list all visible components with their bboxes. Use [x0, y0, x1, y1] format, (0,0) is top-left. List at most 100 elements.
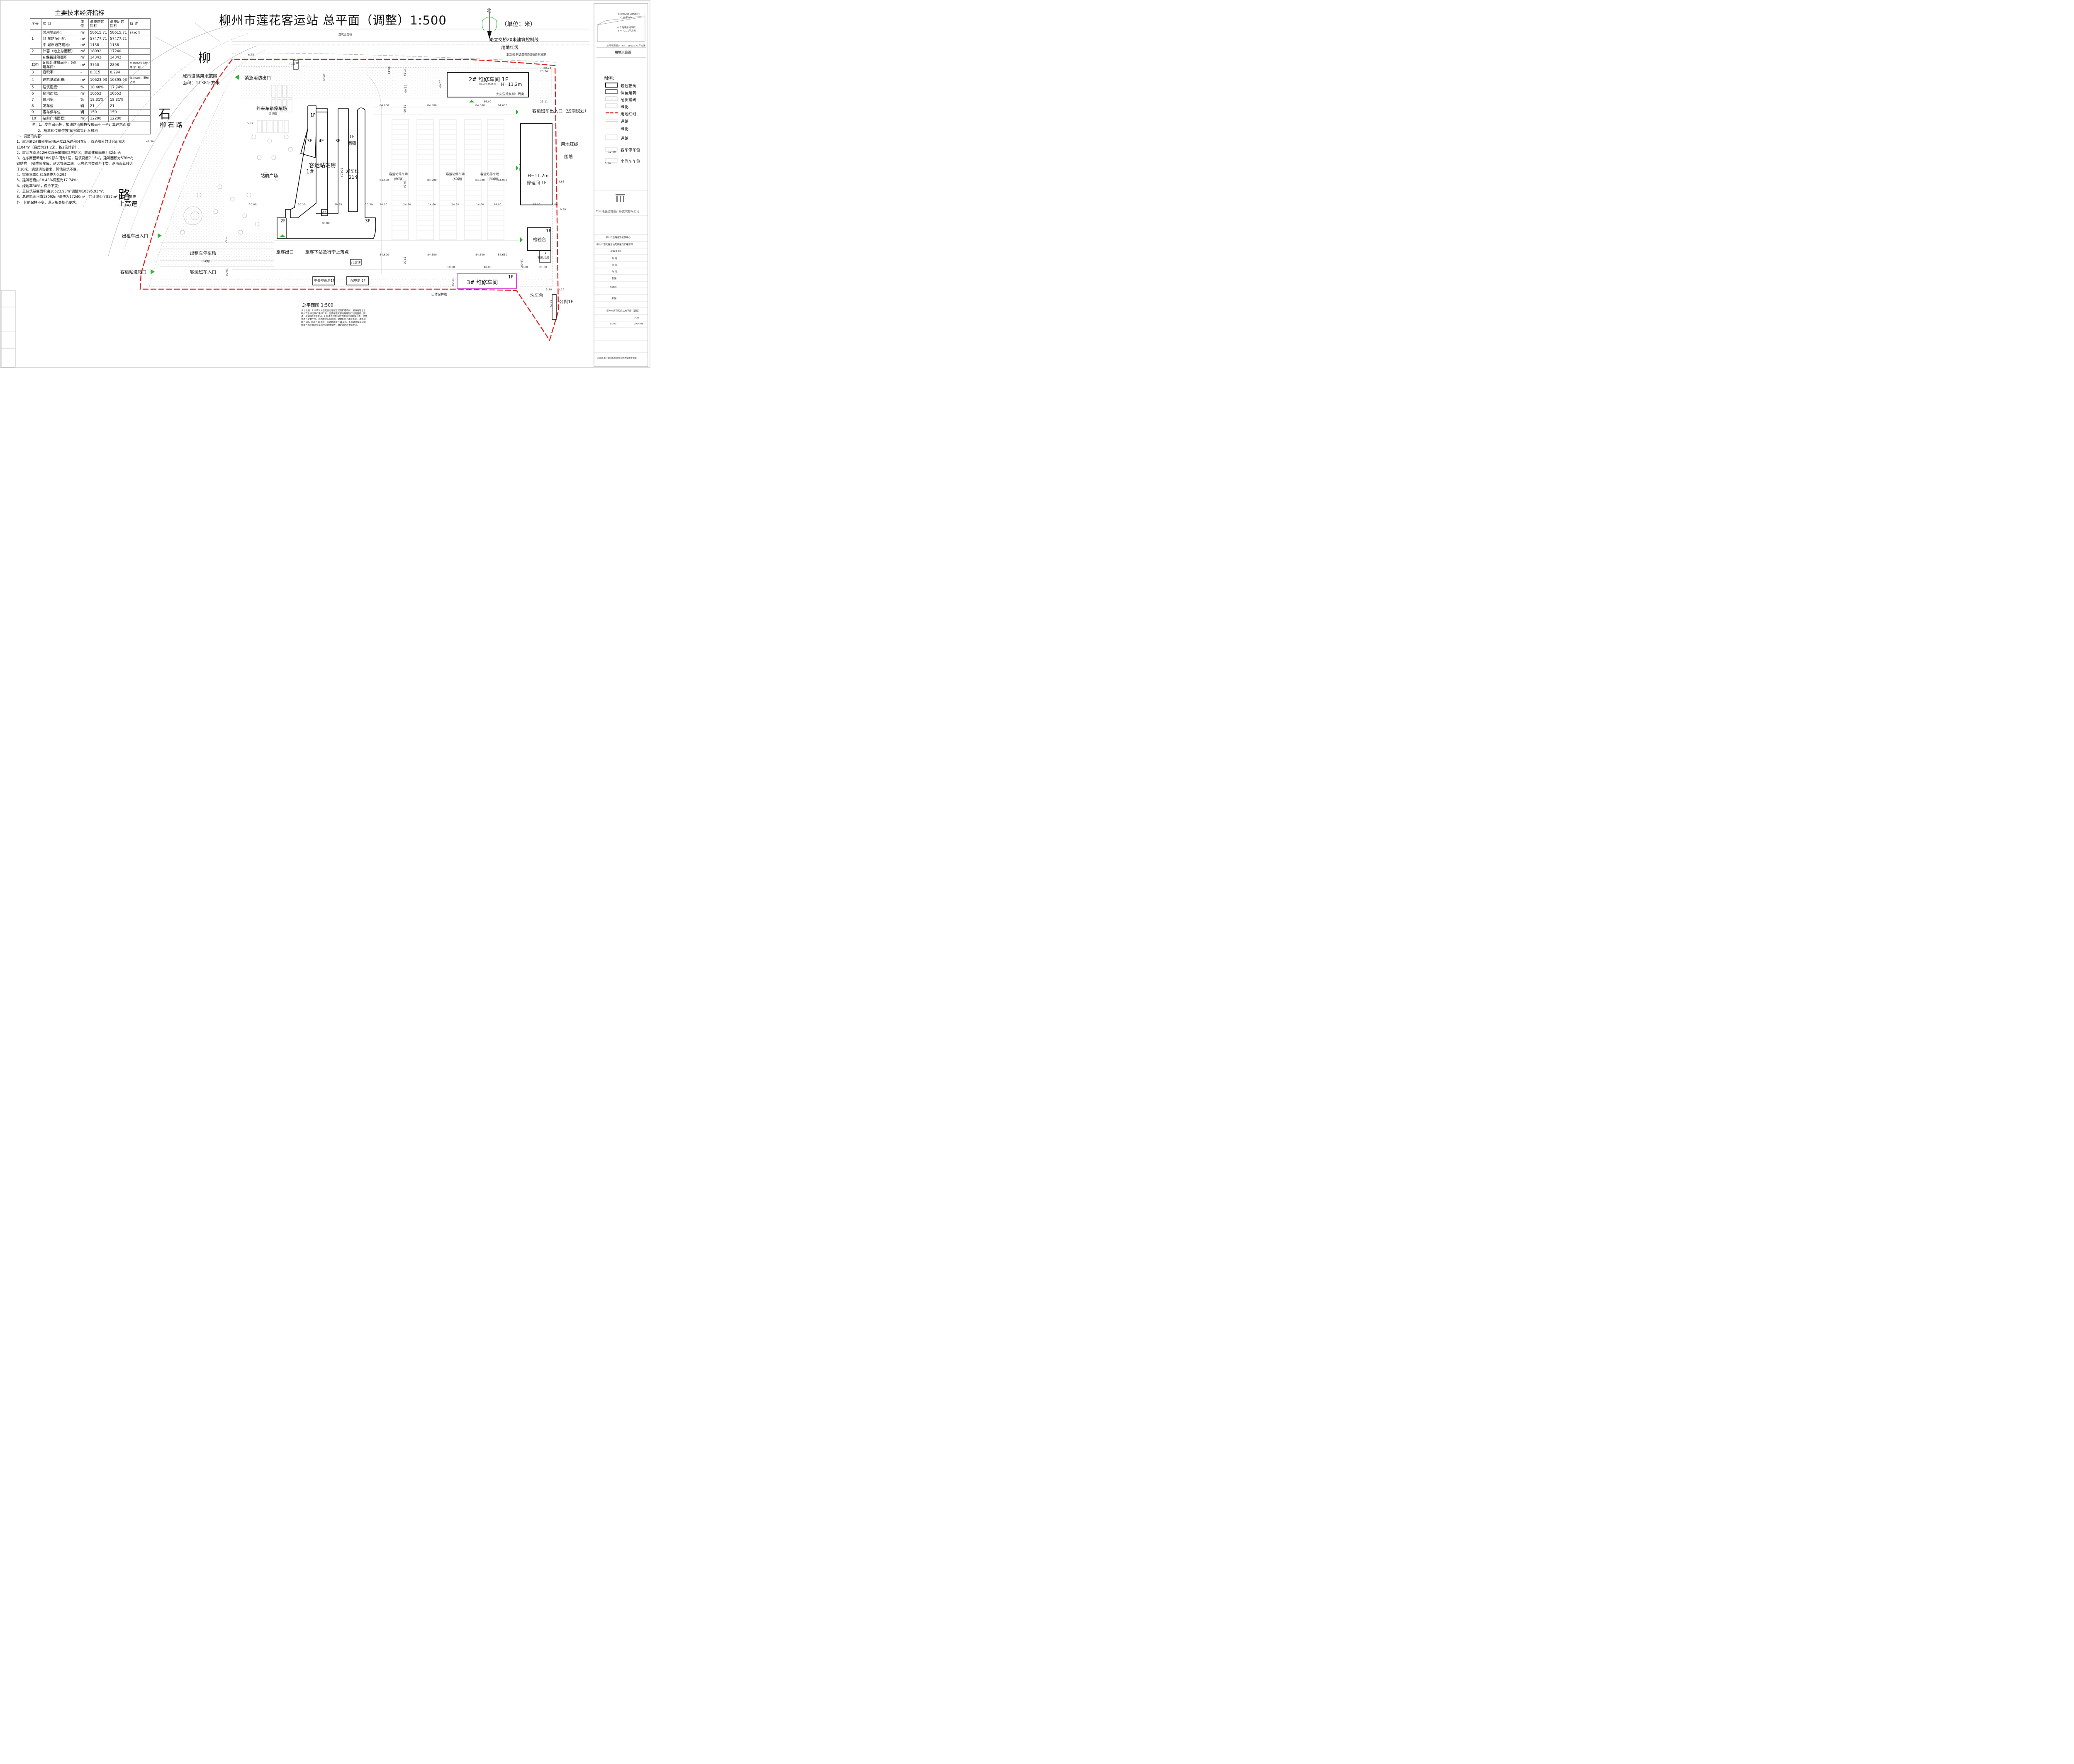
legend-label: 保留建筑 [621, 91, 637, 95]
tech-table-cell: 10 [30, 115, 41, 122]
tech-table-cell: 3750 [88, 61, 109, 70]
dimension-label: 14.00 [380, 203, 387, 206]
station-building-outline [277, 105, 376, 239]
emergency-exit-label: 紧急消防出口 [245, 76, 271, 80]
tb-name-1: 陈 可 [612, 258, 617, 260]
dimension-label: 12.00 [451, 278, 455, 286]
dimension-label: 5.72 [247, 122, 253, 125]
tech-table-cell [128, 84, 151, 91]
station-building-label: 客运站站房 [309, 163, 336, 169]
tech-table-cell: m² [79, 36, 89, 42]
ext-parking-label: 外来车辆停车场 [256, 106, 287, 111]
entry-arrows [151, 75, 523, 274]
inset-a-value: 57477.71平方米 [618, 30, 636, 32]
tb-footer: 此图纸未经审图机构审查合格不得用于施工 [597, 357, 637, 360]
adjustment-note-line: 3、在东南面新增3#维修车间为1层，建筑高度7.15米，建筑面积为576m²;钢… [17, 156, 134, 171]
bus-lot-1-count: (60辆) [394, 177, 404, 181]
tech-table-cell: 绿地面积: [41, 90, 79, 97]
floor-4f-label: 4F [319, 139, 324, 144]
adjustment-note-line: 一、调整的内容: [17, 134, 42, 138]
dimension-label: 66.00 [484, 100, 492, 103]
client-name: 柳州市道路运输发展中心 [606, 236, 631, 239]
bus-lot-2-count: (60辆) [453, 177, 462, 181]
tech-table-cell: 其中 [30, 61, 41, 70]
dimension-label: 23.74 [540, 70, 548, 73]
tb-name-6: 张健 [612, 297, 617, 300]
project-name: 柳州市莲花客运站配套建筑扩建项目 [596, 244, 633, 246]
dimension-label: 84.600 [380, 253, 389, 256]
tb-year: 2024.08 [634, 323, 643, 325]
left-stamp-box [1, 290, 16, 368]
drawing-title: 柳州市莲花客运站 总平面（调整）1:500 [219, 13, 447, 27]
legend-label: 硬质铺砖 [621, 98, 637, 102]
inset-a-label: A:车站净用地面积： [617, 27, 638, 29]
tech-table-note-row: 2、植草砖停车位按面积50%计入绿地 [29, 128, 151, 134]
tech-table-cell: 17240 [108, 48, 129, 55]
aux-floor: 1F [545, 251, 548, 255]
dimension-label: 10.00 [322, 73, 326, 81]
dimension-label: 2.10 [224, 237, 228, 244]
tech-header-cell: 调整后的指标 [108, 18, 129, 30]
dimension-label: 20.20 [298, 203, 306, 206]
dimension-label: 41.50 [146, 140, 154, 143]
floor-1f-b-label: 1F [349, 134, 355, 139]
dimension-label: 24.90 [451, 203, 459, 206]
tech-table-cell: 12200 [88, 115, 109, 122]
power-room-label: 配电房 1F [351, 279, 366, 283]
inset-site-diagram [596, 15, 646, 58]
inset-total: 总用地面积(A+B)： 58615.71平方米 [606, 45, 645, 47]
bus-lot-1-label: 客运站停车场 [389, 172, 408, 176]
tech-table-cell: 层高超过8米按两倍计容 [128, 61, 151, 70]
tech-table-cell: 3 [30, 69, 41, 76]
tech-table-cell: 4 [30, 76, 41, 85]
tech-table-cell: 150 [108, 109, 129, 116]
guard-1-label: 门卫1F [290, 62, 299, 65]
tech-table-cell: 其 车站净用地: [41, 36, 79, 42]
legend-label: 道路 [621, 136, 629, 141]
dimension-label: 20.00 [438, 80, 442, 88]
adjustment-notes: 一、调整的内容:1、取消原2#维修车间46米X12米跨部分车间，取消部分的计容面… [17, 134, 136, 205]
city-road-range-label: 城市道路用地范围 [183, 74, 217, 79]
tech-table-cell: 18.31% [88, 97, 109, 103]
tech-table-cell: 14342 [88, 54, 109, 61]
dimension-label: 18.00 [403, 105, 407, 113]
tech-header-cell: 项 目 [41, 18, 79, 30]
tech-table-cell: 1138 [108, 42, 129, 49]
tech-table-cell: 58615.71 [108, 29, 129, 36]
departure-count: 21个 [349, 175, 359, 180]
tech-table-cell: 容积率: [41, 69, 79, 76]
dimension-label: 84.900 [498, 178, 507, 182]
dimension-label: 18.60 [520, 259, 523, 267]
dimension-label: 84.600 [475, 104, 485, 107]
repair-room-height: H=11.2m [528, 173, 549, 178]
plaza-trees [180, 134, 293, 235]
bus-exit-entry-label: 客运班车出入口（远期规划） [532, 109, 589, 114]
tech-table-cell [128, 109, 151, 116]
repair-room [520, 123, 553, 205]
road-name-liushi: 柳 石 路 [160, 121, 183, 129]
tech-table-cell [128, 97, 151, 103]
tech-table-cell: 0.294 [108, 69, 129, 76]
tech-table-cell: 2 [30, 48, 41, 55]
tb-name-4: 张健 [612, 278, 617, 280]
dimension-label: 84.600 [475, 253, 485, 256]
tech-table-cell: - [79, 69, 89, 76]
dimension-label: 5.00 [552, 203, 558, 206]
dropoff-label: 旅客下站及行李上落点 [305, 250, 349, 255]
tech-table-cell: m² [79, 54, 89, 61]
bus-entry-label: 客运班车入口 [190, 270, 216, 275]
bus-lot-2-label: 客运站停车场 [446, 172, 465, 176]
tech-table-cell: 6 [30, 90, 41, 97]
tech-table-cell: 10552 [108, 90, 129, 97]
station-entry-label: 客运站进站口 [120, 270, 146, 275]
site-plan-drawing [0, 0, 650, 368]
inspection-floor: 1F [546, 229, 551, 234]
tech-table-cell: 8 [30, 103, 41, 110]
legend-label: 小汽车车位 [621, 159, 640, 164]
passenger-exit-label: 旅客出口 [276, 250, 294, 255]
setback-label: 退立交桥20米建筑控制线 [489, 37, 539, 42]
tech-table-cell: a 保留建筑面积 [41, 54, 79, 61]
tech-table-cell: % [79, 97, 89, 103]
